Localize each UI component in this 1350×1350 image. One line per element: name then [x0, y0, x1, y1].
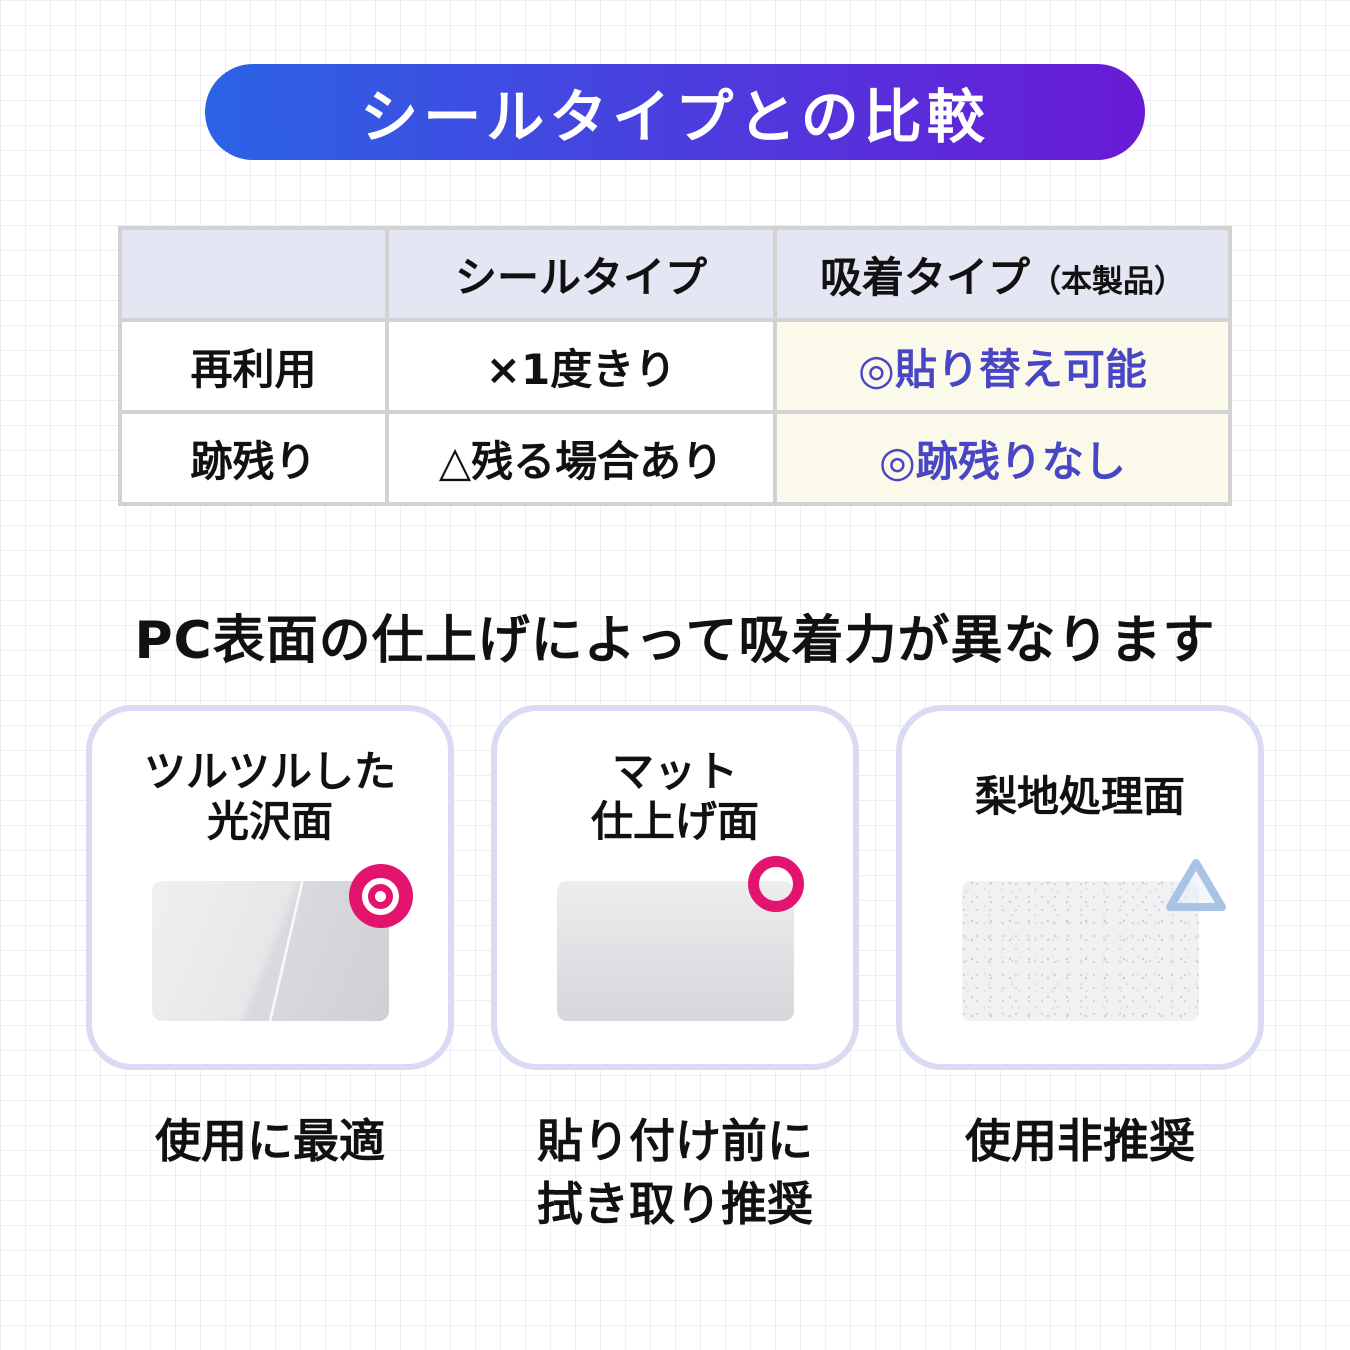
double-circle-ring [362, 877, 399, 915]
card-title-line: マット [611, 746, 738, 796]
double-circle-best-icon [348, 864, 413, 928]
card-column-textured: 梨地処理面 使用非推奨 [896, 705, 1264, 1237]
cell-seal-residue: △残る場合あり [385, 410, 777, 506]
card-title-line: 梨地処理面 [974, 771, 1185, 821]
header-cell-seal-type: シールタイプ [385, 226, 777, 322]
header-cell-empty [118, 226, 389, 322]
table-row-reuse: 再利用 ×1度きり ◎貼り替え可能 [118, 318, 1232, 414]
double-circle-dot [375, 890, 386, 902]
glossy-surface-image [151, 881, 389, 1021]
table-header-row: シールタイプ 吸着タイプ（本製品） [118, 226, 1232, 322]
table-row-residue: 跡残り △残る場合あり ◎跡残りなし [118, 410, 1232, 506]
card-caption-textured: 使用非推奨 [965, 1110, 1195, 1173]
card-column-matte: マット 仕上げ面 貼り付け前に 拭き取り推奨 [491, 705, 859, 1237]
card-title-line: ツルツルした [143, 746, 396, 796]
card-caption-glossy: 使用に最適 [155, 1110, 385, 1173]
cell-suction-residue: ◎跡残りなし [773, 410, 1232, 506]
caption-line: 貼り付け前に [537, 1114, 813, 1168]
surface-sample-glossy [151, 864, 413, 1021]
section-heading: PC表面の仕上げによって吸着力が異なります [134, 611, 1216, 671]
row-label-residue: 跡残り [118, 410, 389, 506]
matte-surface-image [556, 881, 794, 1021]
cell-seal-reuse: ×1度きり [385, 318, 777, 414]
suction-type-label: 吸着タイプ [819, 252, 1030, 302]
page-title: シールタイプとの比較 [360, 83, 990, 151]
card-column-glossy: ツルツルした 光沢面 使用に最適 [86, 705, 454, 1237]
caption-line: 拭き取り推奨 [537, 1177, 813, 1232]
title-banner: シールタイプとの比較 [205, 64, 1145, 160]
card-caption-matte: 貼り付け前に 拭き取り推奨 [537, 1110, 813, 1237]
textured-surface-image [961, 881, 1199, 1021]
comparison-table: シールタイプ 吸着タイプ（本製品） 再利用 ×1度きり ◎貼り替え可能 跡残り … [118, 226, 1232, 506]
card-title-line: 仕上げ面 [590, 797, 759, 846]
surface-card-matte: マット 仕上げ面 [491, 705, 859, 1070]
caption-line: 使用非推奨 [965, 1114, 1195, 1168]
triangle-caution-icon [1163, 856, 1229, 914]
surface-sample-textured [961, 859, 1226, 1021]
row-label-reuse: 再利用 [118, 318, 389, 414]
card-title-textured: 梨地処理面 [975, 741, 1185, 853]
surface-cards-row: ツルツルした 光沢面 使用に最適 マ [0, 705, 1350, 1237]
surface-card-textured: 梨地処理面 [896, 705, 1264, 1070]
suction-type-sublabel: （本製品） [1030, 263, 1185, 300]
surface-sample-matte [556, 856, 804, 1021]
card-title-line: 光沢面 [206, 797, 333, 846]
card-title-matte: マット 仕上げ面 [591, 741, 759, 853]
header-cell-suction-type: 吸着タイプ（本製品） [773, 226, 1232, 322]
circle-good-icon [747, 856, 804, 912]
cell-suction-reuse: ◎貼り替え可能 [773, 318, 1232, 414]
surface-card-glossy: ツルツルした 光沢面 [86, 705, 454, 1070]
card-title-glossy: ツルツルした 光沢面 [144, 741, 396, 853]
caption-line: 使用に最適 [155, 1114, 385, 1168]
